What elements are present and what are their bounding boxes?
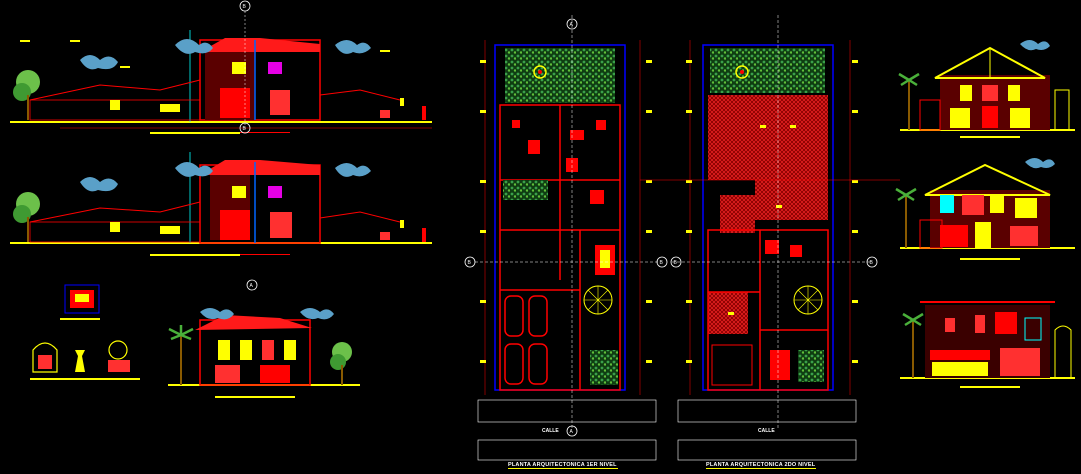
svg-text:B: B bbox=[870, 260, 874, 266]
elevation-section-2: B bbox=[10, 122, 432, 256]
facade-elevation-1 bbox=[898, 40, 1075, 138]
second-floor-plan: B B CALLE PLANTA ARQUITECTONICA 2DO NIVE… bbox=[640, 15, 900, 469]
palm-tree-icon bbox=[168, 325, 194, 385]
plan-title-first-floor: PLANTA ARQUITECTONICA 1ER NIVEL bbox=[508, 462, 617, 468]
axis-bubble bbox=[566, 425, 578, 437]
elevation-section-3: A bbox=[168, 279, 360, 398]
spiral-stair-icon bbox=[583, 285, 613, 315]
svg-text:B: B bbox=[243, 126, 247, 132]
svg-text:A: A bbox=[570, 429, 574, 435]
svg-text:B: B bbox=[674, 260, 678, 266]
svg-text:A: A bbox=[570, 22, 574, 28]
plan-title-second-floor: PLANTA ARQUITECTONICA 2DO NIVEL bbox=[706, 462, 816, 468]
axis-bubble bbox=[239, 122, 251, 134]
tree-icon bbox=[330, 342, 352, 385]
car-icon bbox=[504, 295, 548, 385]
first-floor-plan: A A B B CALLE PLANTA ARQUITECTONICA 1ER … bbox=[464, 15, 668, 469]
palm-tree-icon bbox=[895, 187, 917, 248]
palm-tree-icon bbox=[898, 72, 920, 130]
palm-tree-icon bbox=[902, 312, 924, 378]
axis-bubble bbox=[866, 256, 878, 268]
tree-icon bbox=[13, 192, 40, 242]
svg-text:B: B bbox=[468, 260, 472, 266]
facade-elevation-2 bbox=[895, 158, 1075, 260]
axis-bubble bbox=[656, 256, 668, 268]
axis-bubble bbox=[246, 279, 258, 291]
street-label: CALLE bbox=[758, 428, 775, 434]
detail-drawings bbox=[30, 284, 140, 380]
elevation-section-1: B bbox=[10, 0, 432, 134]
axis-bubble bbox=[464, 256, 476, 268]
spiral-stair-icon bbox=[793, 285, 823, 315]
svg-text:B: B bbox=[243, 4, 247, 10]
street-label: CALLE bbox=[542, 428, 559, 434]
axis-bubble bbox=[670, 256, 682, 268]
facade-elevation-3 bbox=[900, 301, 1075, 388]
svg-text:A: A bbox=[250, 283, 254, 289]
svg-text:B: B bbox=[660, 260, 664, 266]
tree-icon bbox=[13, 70, 40, 120]
axis-bubble bbox=[566, 18, 578, 30]
